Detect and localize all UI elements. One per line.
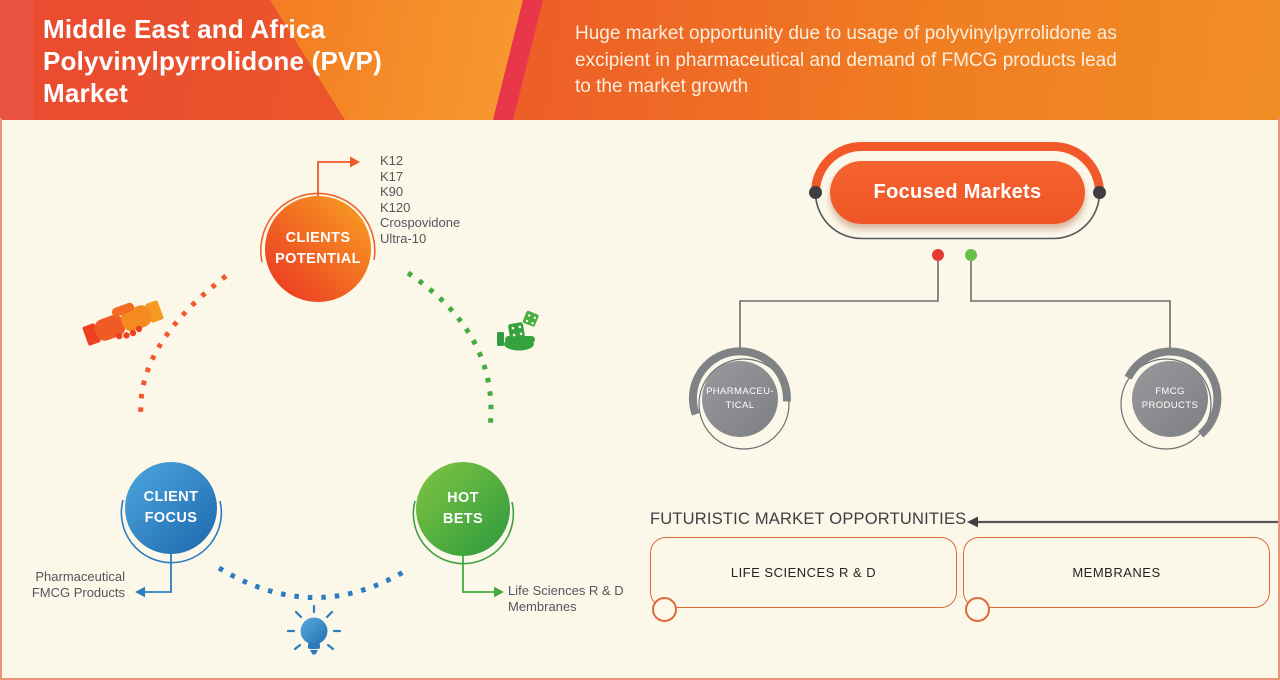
pill-end-dot-left <box>809 186 822 199</box>
opportunity-box-label: MEMBRANES <box>1072 565 1161 580</box>
page-subtitle: Huge market opportunity due to usage of … <box>575 23 1117 97</box>
list-item: K17 <box>380 168 404 184</box>
fmcg-products-node: FMCG PRODUCTS <box>1132 361 1208 437</box>
header-left-strip <box>0 0 34 120</box>
dice-hand-icon <box>497 310 539 351</box>
pill-decor <box>809 142 1106 261</box>
pharmaceutical-node: PHARMACEU- TICAL <box>702 361 778 437</box>
clients-potential-label: CLIENTS POTENTIAL <box>275 229 361 267</box>
pill-end-dot-right <box>1093 186 1106 199</box>
arrow-left-icon <box>135 586 145 598</box>
hot-bets-label: HOT BETS <box>442 489 484 527</box>
branch-line-fmcg <box>970 261 1171 349</box>
pharmaceutical-node-decor <box>688 347 791 450</box>
fmcg-node-decor <box>1120 347 1222 450</box>
list-item: K12 <box>380 153 404 168</box>
handshake-icon <box>82 300 164 346</box>
hot-bets-connector <box>462 556 504 598</box>
opportunity-box-membranes: MEMBRANES <box>963 537 1270 608</box>
futuristic-arrow <box>967 516 1278 528</box>
client-focus-items: Pharmaceutical FMCG Products <box>18 569 125 600</box>
list-item: Crospovidone <box>380 215 461 231</box>
dotted-arc-green <box>406 270 494 429</box>
list-item: FMCG Products <box>31 584 125 600</box>
arrow-right-icon <box>350 156 360 168</box>
orange-node-ring <box>260 192 376 263</box>
box-corner-ring-icon <box>652 597 677 622</box>
lightbulb-icon <box>286 604 342 655</box>
page-title: Middle East and Africa Polyvinylpyrrolid… <box>43 14 382 108</box>
list-item: K90 <box>380 184 404 200</box>
hot-bets-node: HOT BETS <box>416 462 510 556</box>
box-corner-ring-icon <box>965 597 990 622</box>
hot-bets-items: Life Sciences R & D Membranes <box>508 583 624 614</box>
clients-potential-node: CLIENTS POTENTIAL <box>265 196 371 302</box>
client-focus-connector <box>135 554 172 598</box>
header-banner: Middle East and Africa Polyvinylpyrrolid… <box>0 0 1280 120</box>
focused-markets-title: Focused Markets <box>873 181 1042 203</box>
list-item: Pharmaceutical <box>35 569 125 584</box>
opportunity-box-life-sciences: LIFE SCIENCES R & D <box>650 537 957 608</box>
list-item: Membranes <box>508 598 577 614</box>
branch-line-pharmaceutical <box>739 261 939 349</box>
pharmaceutical-label: PHARMACEU- TICAL <box>706 385 774 411</box>
green-dot <box>965 249 977 261</box>
list-item: K120 <box>380 199 411 215</box>
focused-markets-pill: Focused Markets <box>830 161 1085 224</box>
clients-potential-connector <box>317 156 360 196</box>
arrow-left-icon <box>967 516 978 528</box>
futuristic-heading: FUTURISTIC MARKET OPPORTUNITIES <box>650 510 967 528</box>
dotted-cycle-arcs <box>138 270 494 600</box>
list-item: Life Sciences R & D <box>508 583 624 598</box>
red-dot <box>932 249 944 261</box>
fmcg-products-label: FMCG PRODUCTS <box>1141 385 1199 411</box>
opportunity-box-label: LIFE SCIENCES R & D <box>730 565 877 580</box>
pvp-grade-list: K12 K17 K90 K120 Crospovidone Ultra-10 <box>380 153 460 247</box>
dotted-arc-blue <box>217 565 412 600</box>
client-focus-node: CLIENT FOCUS <box>125 462 217 554</box>
list-item: Ultra-10 <box>380 230 427 246</box>
client-focus-label: CLIENT FOCUS <box>143 488 199 526</box>
arrow-right-icon <box>494 586 504 598</box>
dotted-arc-orange <box>138 274 228 417</box>
